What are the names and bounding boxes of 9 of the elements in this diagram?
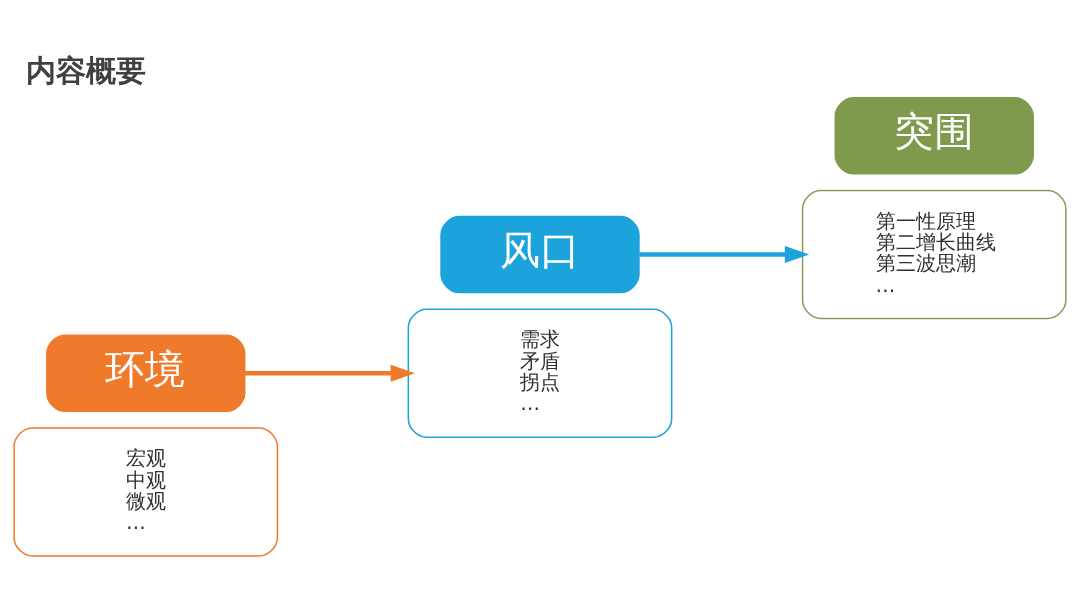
- node-box: 宏观 中观 微观 …: [13, 426, 279, 557]
- arrow: [639, 245, 810, 263]
- node-box: 环境: [46, 333, 246, 412]
- arrow: [245, 364, 416, 382]
- node-box: 第一性原理 第二增长曲线 第三波思潮 …: [801, 189, 1067, 319]
- diagram-title: 内容概要: [26, 52, 147, 88]
- node-box: 需求 矛盾 拐点 …: [407, 308, 673, 438]
- node-box: 突围: [834, 96, 1034, 175]
- node-box: 风口: [440, 215, 640, 293]
